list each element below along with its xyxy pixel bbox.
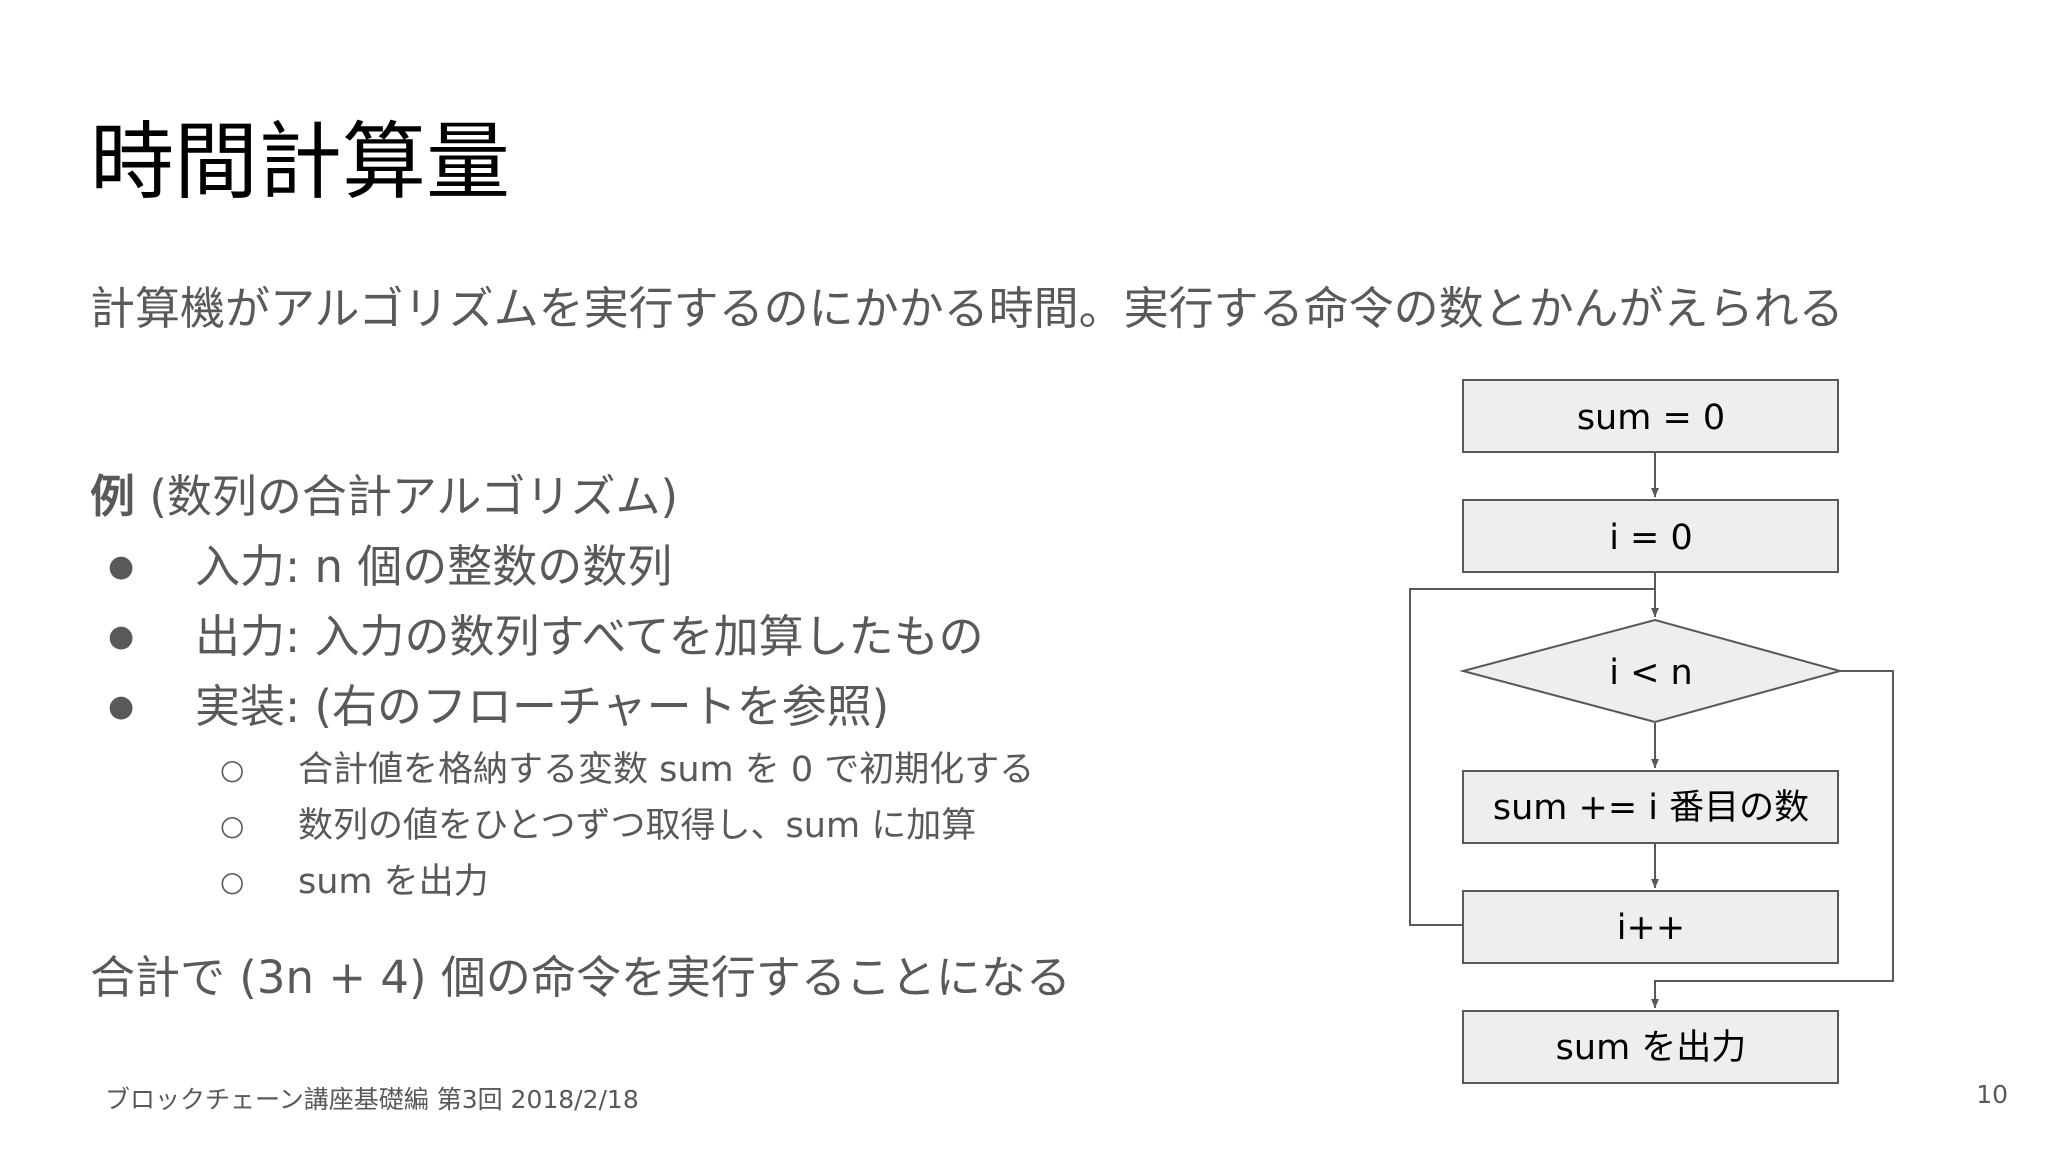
list-item: ○ 合計値を格納する変数 sum を 0 で初期化する xyxy=(220,742,1034,798)
example-label: 例 xyxy=(90,470,136,523)
flow-node-init-i-label: i = 0 xyxy=(1609,518,1693,558)
hollow-circle-icon: ○ xyxy=(220,865,245,898)
sub-bullet-text: 合計値を格納する変数 sum を 0 で初期化する xyxy=(298,750,1035,790)
list-item: ● 実装: (右のフローチャートを参照) xyxy=(90,672,984,742)
sub-bullet-list: ○ 合計値を格納する変数 sum を 0 で初期化する ○ 数列の値をひとつずつ取得… xyxy=(220,742,1034,910)
exit-line xyxy=(1651,670,1894,1008)
example-description: (数列の合計アルゴリズム) xyxy=(135,470,679,523)
example-heading: 例 (数列の合計アルゴリズム) xyxy=(90,463,678,531)
page-number: 10 xyxy=(1976,1080,2008,1109)
flow-node-accumulate xyxy=(1462,770,1839,844)
flow-node-output-label: sum を出力 xyxy=(1556,1028,1747,1068)
bullet-dot-icon: ● xyxy=(108,619,135,654)
flow-node-init-sum xyxy=(1462,379,1839,453)
intro-text: 計算機がアルゴリズムを実行するのにかかる時間。実行する命令の数とかんがえられる xyxy=(90,282,1844,335)
bullet-text-implementation: 実装: (右のフローチャートを参照) xyxy=(195,680,890,733)
list-item: ● 出力: 入力の数列すべてを加算したもの xyxy=(90,602,984,672)
bullet-list: ● 入力: n 個の整数の数列 ● 出力: 入力の数列すべてを加算したもの ● 実装:… xyxy=(90,532,984,742)
bullet-dot-icon: ● xyxy=(108,549,135,584)
flow-node-output xyxy=(1462,1010,1839,1084)
list-item: ○ 数列の値をひとつずつ取得し、sum に加算 xyxy=(220,798,1034,854)
footer-text: ブロックチェーン講座基礎編 第3回 2018/2/18 xyxy=(105,1085,639,1114)
bullet-text-output: 出力: 入力の数列すべてを加算したもの xyxy=(195,610,984,663)
sub-bullet-text: 数列の値をひとつずつ取得し、sum に加算 xyxy=(298,806,977,846)
summary-text: 合計で (3n + 4) 個の命令を実行することになる xyxy=(90,951,1071,1004)
flow-connectors xyxy=(1409,452,1894,1008)
list-item: ○ sum を出力 xyxy=(220,854,1034,910)
flow-node-condition xyxy=(1459,618,1844,724)
slide-title: 時間計算量 xyxy=(90,113,511,211)
hollow-circle-icon: ○ xyxy=(220,809,245,842)
flow-node-condition-label: i < n xyxy=(1609,653,1692,693)
hollow-circle-icon: ○ xyxy=(220,753,245,786)
sub-bullet-text: sum を出力 xyxy=(298,862,489,902)
flow-node-init-sum-label: sum = 0 xyxy=(1577,398,1725,438)
loop-back-line xyxy=(1409,588,1655,926)
bullet-dot-icon: ● xyxy=(108,689,135,724)
flow-node-init-i xyxy=(1462,499,1839,573)
bullet-text-input: 入力: n 個の整数の数列 xyxy=(195,540,673,593)
flow-node-increment-label: i++ xyxy=(1617,908,1685,948)
list-item: ● 入力: n 個の整数の数列 xyxy=(90,532,984,602)
flow-node-accumulate-label: sum += i 番目の数 xyxy=(1493,788,1809,828)
flow-node-increment xyxy=(1462,890,1839,964)
